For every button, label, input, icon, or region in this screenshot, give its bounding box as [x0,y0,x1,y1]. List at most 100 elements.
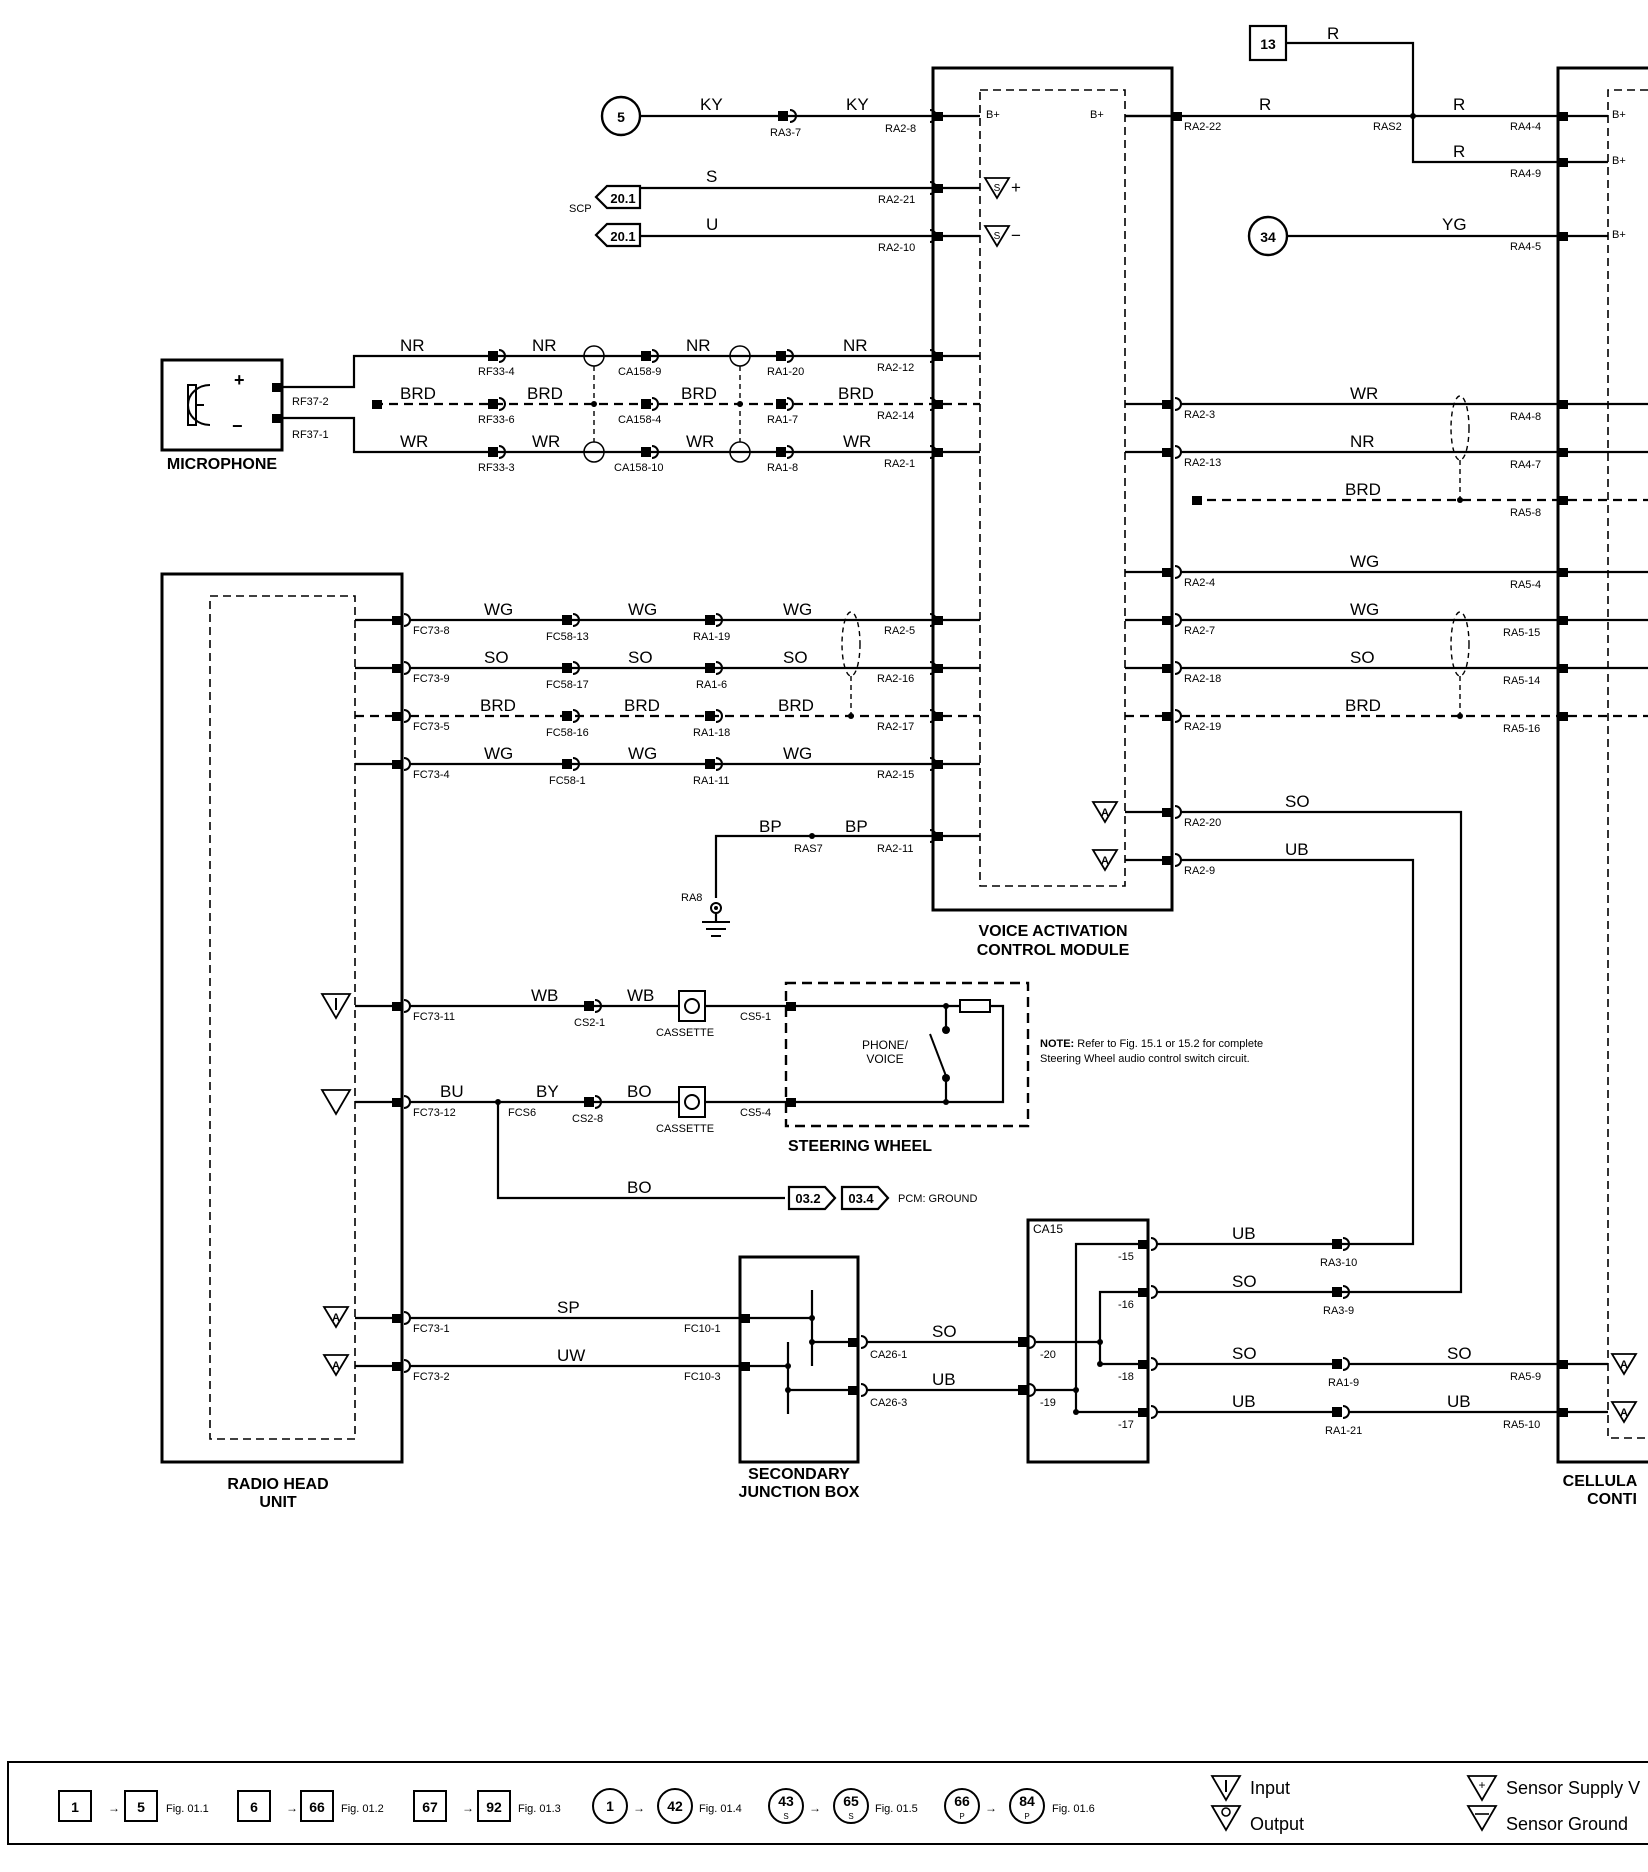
svg-text:RA2-12: RA2-12 [877,362,914,374]
svg-text:RA3-9: RA3-9 [1323,1305,1354,1317]
svg-text:RF33-3: RF33-3 [478,462,515,474]
svg-text:RA8: RA8 [681,892,702,904]
svg-text:SO: SO [1232,1272,1257,1291]
microphone-box [160,358,284,452]
svg-text:FC73-11: FC73-11 [413,1011,455,1023]
phone-voice-2: VOICE [866,1052,903,1066]
svg-text:B+: B+ [1612,229,1626,241]
svg-text:92: 92 [486,1799,502,1815]
svg-text:FC73-4: FC73-4 [413,769,450,781]
svg-text:WG: WG [628,744,657,763]
svg-text:RF37-2: RF37-2 [292,396,329,408]
svg-text:A: A [1620,1407,1628,1419]
svg-text:RA2-18: RA2-18 [1184,673,1221,685]
svg-text:SO: SO [628,648,653,667]
svg-text:65: 65 [843,1793,859,1809]
svg-text:RAS2: RAS2 [1373,121,1402,133]
microphone-title: MICROPHONE [167,456,278,473]
svg-text:RA5-4: RA5-4 [1510,579,1541,591]
svg-text:RA2-3: RA2-3 [1184,409,1215,421]
svg-text:CA158-9: CA158-9 [618,366,661,378]
junction-title-1: SECONDARY [748,1466,850,1483]
svg-text:RA4-5: RA4-5 [1510,241,1541,253]
svg-text:+: + [1011,178,1021,197]
svg-text:43: 43 [778,1793,794,1809]
svg-text:FC73-9: FC73-9 [413,673,450,685]
svg-text:KY: KY [700,95,723,114]
svg-text:BP: BP [845,817,868,836]
svg-text:WG: WG [783,600,812,619]
svg-text:NR: NR [532,336,557,355]
cellular-title-1: CELLULA [1563,1473,1638,1490]
svg-text:SO: SO [1232,1344,1257,1363]
radio-title-1: RADIO HEAD [227,1476,328,1493]
svg-text:A: A [1620,1359,1628,1371]
svg-text:FC58-17: FC58-17 [546,679,589,691]
radio-head-unit-box [160,572,404,1464]
svg-text:RA2-9: RA2-9 [1184,865,1215,877]
svg-text:6: 6 [250,1799,258,1815]
svg-text:-15: -15 [1118,1251,1134,1263]
svg-text:BP: BP [759,817,782,836]
svg-text:NR: NR [686,336,711,355]
svg-text:B+: B+ [1090,109,1104,121]
svg-text:RA2-10: RA2-10 [878,242,915,254]
svg-text:B+: B+ [986,109,1000,121]
svg-text:SO: SO [1285,792,1310,811]
svg-text:WB: WB [531,986,558,1005]
pcm-ref-2 [840,1185,890,1211]
svg-text:1: 1 [606,1798,614,1814]
svg-text:→: → [633,1801,645,1815]
svg-text:34: 34 [1260,229,1276,245]
svg-text:NR: NR [1350,432,1375,451]
svg-text:FC73-12: FC73-12 [413,1107,456,1119]
svg-text:S: S [783,1812,788,1821]
svg-text:FC58-16: FC58-16 [546,727,589,739]
svg-text:RA2-4: RA2-4 [1184,577,1215,589]
mic-plus: + [234,370,245,390]
svg-text:WG: WG [1350,552,1379,571]
svg-text:BRD: BRD [624,696,660,715]
cellular-title-2: CONTI [1587,1491,1637,1508]
svg-text:S: S [994,231,1001,242]
mic-minus: − [232,416,243,436]
svg-text:CA26-3: CA26-3 [870,1397,907,1409]
svg-text:03.4: 03.4 [848,1191,874,1206]
svg-text:WR: WR [400,432,428,451]
svg-text:Fig. 01.2: Fig. 01.2 [341,1803,384,1815]
svg-text:Fig. 01.1: Fig. 01.1 [166,1803,209,1815]
svg-text:RA2-13: RA2-13 [1184,457,1221,469]
svg-text:-16: -16 [1118,1299,1134,1311]
svg-text:Fig. 01.5: Fig. 01.5 [875,1803,918,1815]
svg-text:-20: -20 [1040,1349,1056,1361]
svg-text:RF33-6: RF33-6 [478,414,515,426]
svg-text:RA5-16: RA5-16 [1503,723,1540,735]
pcm-ref-1 [787,1185,837,1211]
svg-text:FCS6: FCS6 [508,1107,536,1119]
legend-ranges: 1 → 5 Fig. 01.1 6 → 66 Fig. 01.2 67 → 92… [58,1788,1095,1824]
svg-text:A: A [332,1360,340,1372]
svg-text:-19: -19 [1040,1397,1056,1409]
scp-ref-2 [594,222,642,248]
svg-text:CS5-4: CS5-4 [740,1107,771,1119]
svg-text:BU: BU [440,1082,464,1101]
svg-text:RA1-11: RA1-11 [693,775,729,787]
svg-text:FC58-13: FC58-13 [546,631,589,643]
svg-text:RA1-9: RA1-9 [1328,1377,1359,1389]
svg-text:CS5-1: CS5-1 [740,1011,771,1023]
svg-text:RA5-14: RA5-14 [1503,675,1540,687]
svg-text:RA3-7: RA3-7 [770,127,801,139]
voice-module-title-1: VOICE ACTIVATION [978,923,1127,940]
svg-text:B+: B+ [1612,155,1626,167]
svg-text:BRD: BRD [1345,480,1381,499]
svg-text:+: + [1478,1778,1485,1792]
svg-text:A: A [1101,807,1109,819]
svg-text:A: A [332,1312,340,1324]
svg-text:SP: SP [557,1298,580,1317]
svg-text:WR: WR [686,432,714,451]
svg-text:→: → [809,1801,821,1815]
svg-text:RA2-15: RA2-15 [877,769,914,781]
svg-text:67: 67 [422,1799,438,1815]
svg-text:RA2-17: RA2-17 [877,721,914,733]
